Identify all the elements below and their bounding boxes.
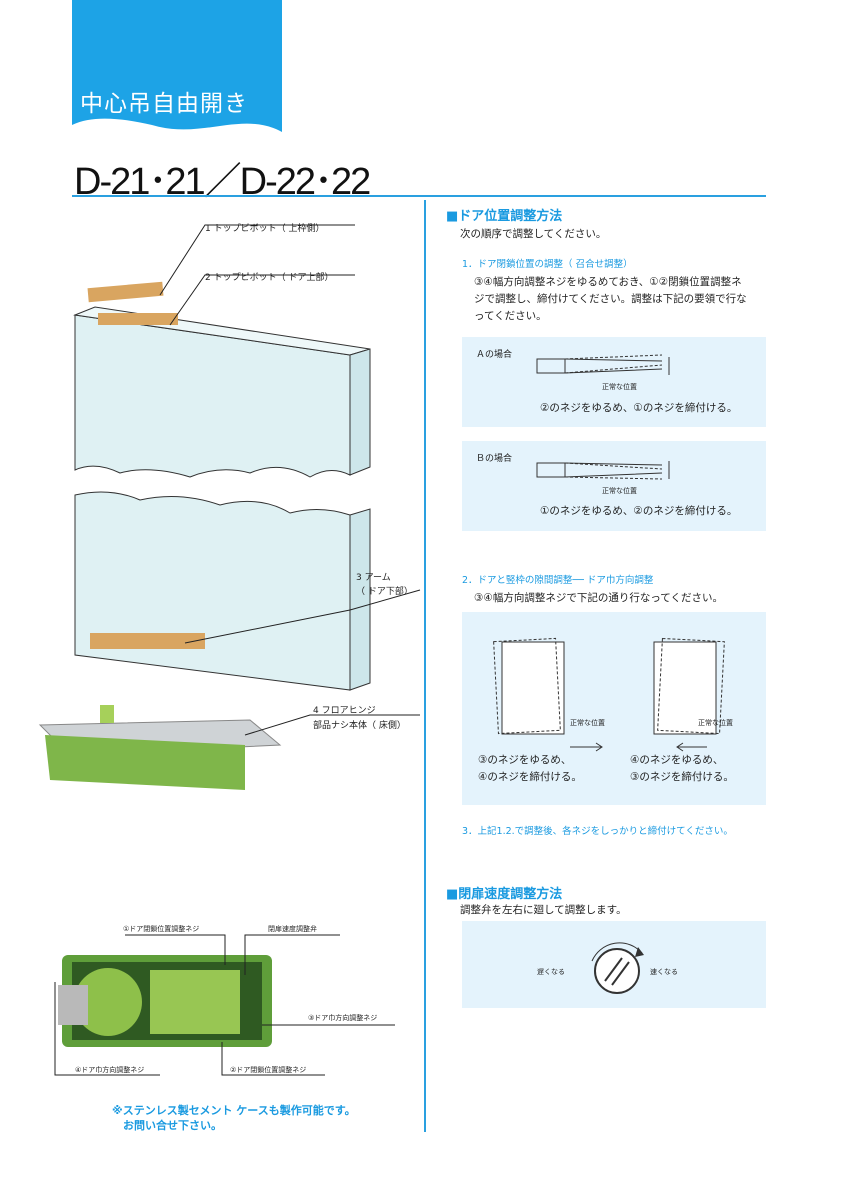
right-normal: 正常な位置 — [698, 719, 733, 727]
case-a-normal: 正常な位置 — [602, 383, 637, 391]
case-b-normal: 正常な位置 — [602, 487, 637, 495]
arm — [90, 633, 205, 649]
left-normal: 正常な位置 — [570, 719, 605, 727]
case-b-panel: Ｂの場合 正常な位置 ①のネジをゆるめ、②のネジを締付ける。 — [462, 441, 766, 531]
note-line-2: お問い合せ下さい。 — [123, 1119, 222, 1132]
gap-adjust-panel: 正常な位置 正常な位置 ③のネジをゆるめ、 ④のネジを締付ける。 ④のネジをゆるめ… — [462, 612, 766, 805]
step1-line: ジで調整し、締付けてください。調整は下記の要領で行な — [474, 293, 747, 305]
case-a-text: ②のネジをゆるめ、①のネジを締付ける。 — [540, 402, 738, 414]
right-text: ③のネジを締付ける。 — [630, 771, 734, 783]
slow-label: 遅くなる — [537, 968, 565, 976]
top-pivot-frame — [87, 281, 164, 303]
category-tab — [72, 0, 282, 132]
case-b-text: ①のネジをゆるめ、②のネジを締付ける。 — [540, 505, 738, 517]
label-screw-1: ①ドア閉鎖位置調整ネジ — [123, 925, 200, 933]
label-floor-hinge-sub: 部品ナシ本体（ 床側） — [313, 721, 406, 731]
step1-line: ③④幅方向調整ネジをゆるめておき、①②閉鎖位置調整ネ — [474, 276, 742, 288]
step1-line: ってください。 — [474, 310, 547, 322]
label-top-pivot-door: 2 トップピボット（ ドア上部） — [205, 273, 334, 283]
label-speed-valve: 閉扉速度調整弁 — [268, 925, 317, 933]
floor-hinge-top-view — [54, 934, 395, 1076]
speed-text: 調整弁を左右に廻して調整します。 — [460, 904, 627, 916]
label-screw-4: ④ドア巾方向調整ネジ — [75, 1066, 145, 1074]
step1-text: ③④幅方向調整ネジをゆるめておき、①②閉鎖位置調整ネ ジで調整し、締付けてくださ… — [474, 274, 747, 325]
label-arm-sub: （ ドア下部） — [356, 587, 413, 597]
left-text: ③のネジをゆるめ、 — [478, 754, 572, 766]
case-a-label: Ａの場合 — [476, 350, 513, 360]
case-b-diagram — [536, 461, 670, 480]
speed-panel: 遅くなる 速くなる — [462, 921, 766, 1008]
case-a-diagram — [536, 354, 670, 375]
door-illustration — [38, 224, 421, 790]
left-text: ④のネジを締付ける。 — [478, 771, 582, 783]
category-label: 中心吊自由開き — [80, 91, 248, 117]
section-title-door-position: ■ドア位置調整方法 — [446, 209, 563, 224]
label-floor-hinge: 4 フロアヒンジ — [313, 706, 376, 716]
case-a-panel: Ａの場合 正常な位置 ②のネジをゆるめ、①のネジを締付ける。 — [462, 337, 766, 427]
gap-diagram — [493, 637, 725, 752]
label-top-pivot-frame: 1 トップピボット（ 上枠側） — [205, 224, 325, 234]
label-screw-3: ③ドア巾方向調整ネジ — [308, 1014, 378, 1022]
step1-title: 1．ドア閉鎖位置の調整（ 召合せ調整） — [462, 259, 633, 270]
label-screw-2: ②ドア閉鎖位置調整ネジ — [230, 1066, 307, 1074]
step3-text: 3．上記1.2.で調整後、各ネジをしっかりと締付けてください。 — [462, 826, 733, 837]
section-title-speed: ■閉扉速度調整方法 — [446, 887, 563, 902]
intro-text: 次の順序で調整してください。 — [460, 228, 607, 240]
right-text: ④のネジをゆるめ、 — [630, 754, 724, 766]
step2-text: ③④幅方向調整ネジで下記の通り行なってください。 — [474, 592, 723, 604]
valve-icon — [591, 942, 644, 994]
case-b-label: Ｂの場合 — [476, 454, 513, 464]
top-pivot-door — [98, 313, 178, 325]
note-line-1: ※ステンレス製セメント ケースも製作可能です。 — [112, 1104, 356, 1117]
column-divider — [424, 200, 426, 1132]
step2-title: 2．ドアと竪枠の隙間調整── ドア巾方向調整 — [462, 575, 654, 586]
label-arm: 3 アーム — [356, 573, 391, 583]
fast-label: 速くなる — [650, 968, 678, 976]
divider — [72, 195, 766, 197]
